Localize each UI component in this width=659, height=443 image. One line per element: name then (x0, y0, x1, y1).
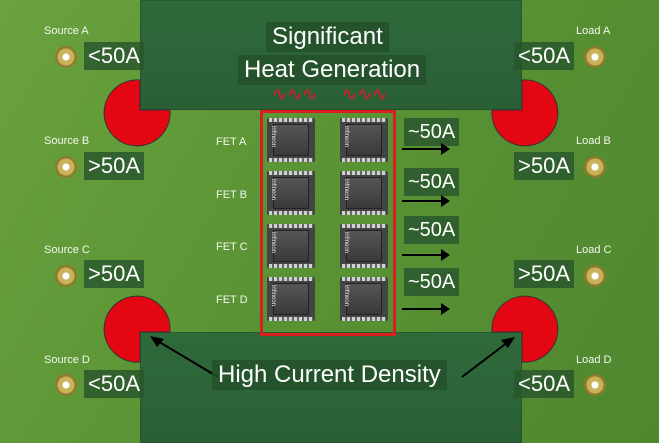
source-a-pad (55, 46, 77, 68)
fet-b-label: FET B (216, 189, 247, 201)
fet-a-arrow (402, 143, 450, 155)
load-b-current: >50A (514, 152, 574, 180)
heat-wave-icon: ∿∿∿ (342, 84, 388, 104)
fet-chip: infineon (267, 118, 315, 162)
fet-d-label: FET D (216, 294, 248, 306)
load-a-current: <50A (514, 42, 574, 70)
load-d-label: Load D (576, 354, 612, 366)
load-a-pad (584, 46, 606, 68)
fet-chip: infineon (340, 277, 388, 321)
source-b-label: Source B (44, 135, 90, 147)
fet-b-current: ~50A (404, 168, 460, 196)
heat-wave-icon: ∿∿∿ (272, 84, 318, 104)
fet-chip: infineon (267, 224, 315, 268)
source-c-current: >50A (84, 260, 144, 288)
fet-c-arrow (402, 249, 450, 261)
fet-chip: infineon (267, 277, 315, 321)
source-c-label: Source C (44, 244, 90, 256)
load-c-current: >50A (514, 260, 574, 288)
hotspot-top-left (103, 79, 171, 147)
fet-b-arrow (402, 195, 450, 207)
heat-title-line2: Heat Generation (238, 55, 427, 85)
source-b-pad (55, 156, 77, 178)
fet-c-current: ~50A (404, 216, 460, 244)
fet-d-arrow (402, 303, 450, 315)
fet-a-label: FET A (216, 136, 247, 148)
heat-title-line1: Significant (266, 22, 389, 52)
load-d-current: <50A (514, 370, 574, 398)
high-current-label: High Current Density (212, 360, 447, 390)
fet-chip: infineon (340, 171, 388, 215)
load-d-pad (584, 374, 606, 396)
fet-a-current: ~50A (404, 118, 460, 146)
source-b-current: >50A (84, 152, 144, 180)
fet-chip: infineon (340, 224, 388, 268)
fet-chip: infineon (267, 171, 315, 215)
hotspot-bottom-left (103, 295, 171, 363)
fet-d-current: ~50A (404, 268, 460, 296)
load-c-label: Load C (576, 244, 612, 256)
fet-chip: infineon (340, 118, 388, 162)
source-c-pad (55, 265, 77, 287)
source-d-pad (55, 374, 77, 396)
hotspot-bottom-right (491, 295, 559, 363)
source-a-current: <50A (84, 42, 144, 70)
load-c-pad (584, 265, 606, 287)
source-d-current: <50A (84, 370, 144, 398)
load-a-label: Load A (576, 25, 611, 37)
source-d-label: Source D (44, 354, 90, 366)
source-a-label: Source A (44, 25, 89, 37)
hotspot-top-right (491, 79, 559, 147)
load-b-label: Load B (576, 135, 611, 147)
fet-array-frame (260, 110, 396, 336)
load-b-pad (584, 156, 606, 178)
fet-c-label: FET C (216, 241, 248, 253)
